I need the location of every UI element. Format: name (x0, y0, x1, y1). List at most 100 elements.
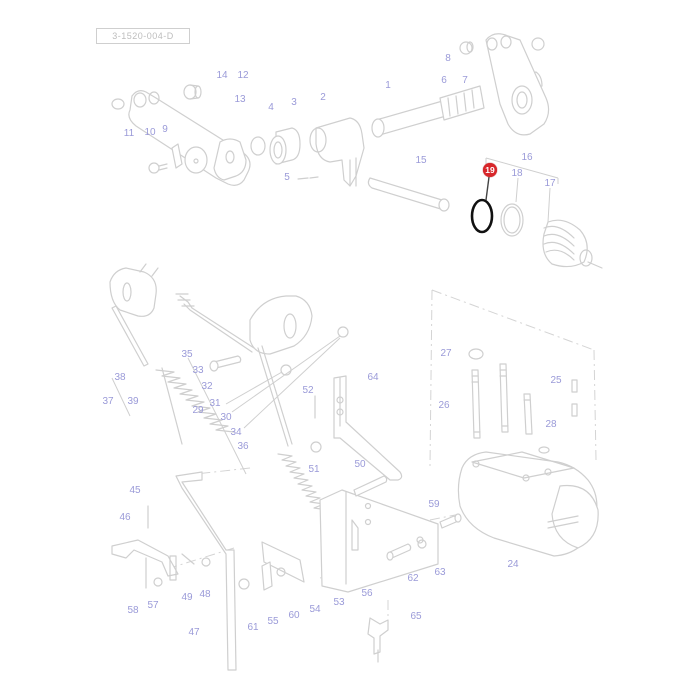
part-label-62[interactable]: 62 (407, 573, 419, 584)
pin-15 (367, 177, 450, 212)
part-label-29[interactable]: 29 (192, 405, 204, 416)
part-label-38[interactable]: 38 (114, 372, 126, 383)
pin-32 (209, 355, 242, 372)
pin-5 (297, 176, 319, 180)
washer-27 (468, 348, 484, 360)
washer-30 (337, 326, 349, 338)
part-label-16[interactable]: 16 (521, 152, 533, 163)
part-label-31[interactable]: 31 (209, 398, 221, 409)
part-label-49[interactable]: 49 (181, 592, 193, 603)
bracket-46 (111, 539, 179, 581)
part-label-32[interactable]: 32 (201, 381, 213, 392)
spring-39-line (161, 367, 183, 445)
stud-right (571, 379, 578, 417)
part-label-18[interactable]: 18 (511, 168, 523, 179)
part-label-12[interactable]: 12 (237, 70, 249, 81)
lever-arm-13 (128, 90, 251, 186)
part-label-50[interactable]: 50 (354, 459, 366, 470)
bushing-14 (183, 84, 202, 100)
part-label-4[interactable]: 4 (268, 102, 274, 113)
part-label-9[interactable]: 9 (162, 124, 168, 135)
pin-59 (439, 513, 462, 529)
snap-ring-18 (500, 203, 524, 237)
pin-end (111, 98, 125, 110)
stud-25 (523, 393, 533, 435)
part-label-61[interactable]: 61 (247, 622, 259, 633)
part-label-8[interactable]: 8 (445, 53, 451, 64)
pin-49 (181, 553, 195, 565)
part-label-59[interactable]: 59 (428, 499, 440, 510)
lift-arm-2 (309, 117, 365, 187)
part-label-47[interactable]: 47 (188, 627, 200, 638)
part-label-13[interactable]: 13 (234, 94, 246, 105)
axis-line (431, 289, 595, 351)
washer (531, 37, 545, 51)
part-label-3[interactable]: 3 (291, 97, 297, 108)
part-label-2[interactable]: 2 (320, 92, 326, 103)
bolt-50 (353, 475, 388, 497)
part-label-48[interactable]: 48 (199, 589, 211, 600)
seal-28 (538, 446, 550, 454)
part-label-54[interactable]: 54 (309, 604, 321, 615)
washer-60 (276, 567, 286, 577)
washer-61 (238, 578, 250, 590)
clip-65 (367, 617, 389, 663)
reference-code: 3-1520-004-D (96, 28, 190, 44)
part-label-53[interactable]: 53 (333, 597, 345, 608)
part-label-51[interactable]: 51 (308, 464, 320, 475)
stud-26 (471, 369, 481, 439)
part-label-63[interactable]: 63 (434, 567, 446, 578)
gear-plate-9 (184, 146, 208, 174)
part-label-57[interactable]: 57 (147, 600, 159, 611)
part-label-30[interactable]: 30 (220, 412, 232, 423)
hydraulic-housing-24 (457, 451, 599, 557)
part-label-64[interactable]: 64 (367, 372, 379, 383)
part-label-45[interactable]: 45 (129, 485, 141, 496)
part-label-6[interactable]: 6 (441, 75, 447, 86)
part-label-26[interactable]: 26 (438, 400, 450, 411)
control-arm-38 (109, 263, 159, 367)
part-label-60[interactable]: 60 (288, 610, 300, 621)
part-label-39[interactable]: 39 (127, 396, 139, 407)
part-label-55[interactable]: 55 (267, 616, 279, 627)
bracket-54 (261, 541, 305, 583)
part-label-11[interactable]: 11 (123, 128, 135, 139)
bushing-3 (269, 127, 301, 165)
o-ring-4 (250, 136, 266, 156)
part-label-7[interactable]: 7 (462, 75, 468, 86)
part-label-36[interactable]: 36 (237, 441, 249, 452)
stud-middle (499, 363, 509, 433)
part-label-58[interactable]: 58 (127, 605, 139, 616)
bracket-64 (333, 375, 403, 481)
bracket-55 (261, 561, 273, 591)
part-label-56[interactable]: 56 (361, 588, 373, 599)
part-label-35[interactable]: 35 (181, 349, 193, 360)
o-ring-19-highlighted[interactable] (470, 198, 494, 234)
washer-51 (310, 441, 322, 453)
lift-arm-7 (485, 33, 550, 136)
part-label-46[interactable]: 46 (119, 512, 131, 523)
part-label-27[interactable]: 27 (440, 348, 452, 359)
part-label-5[interactable]: 5 (284, 172, 290, 183)
part-label-65[interactable]: 65 (410, 611, 422, 622)
part-label-1[interactable]: 1 (385, 80, 391, 91)
part-label-33[interactable]: 33 (192, 365, 204, 376)
washer-63 (417, 539, 427, 549)
bushing-8 (459, 41, 474, 55)
part-label-14[interactable]: 14 (216, 70, 228, 81)
spring-39 (155, 369, 235, 433)
part-label-52[interactable]: 52 (302, 385, 314, 396)
part-label-24[interactable]: 24 (507, 559, 519, 570)
part-label-17[interactable]: 17 (544, 178, 556, 189)
highlighted-part-callout[interactable]: 19 (483, 163, 497, 177)
part-label-28[interactable]: 28 (545, 419, 557, 430)
bolt-11 (148, 162, 168, 174)
part-label-25[interactable]: 25 (550, 375, 562, 386)
washer-57 (153, 577, 163, 587)
pin-62 (386, 543, 412, 561)
part-label-37[interactable]: 37 (102, 396, 114, 407)
part-label-10[interactable]: 10 (144, 127, 156, 138)
part-label-15[interactable]: 15 (415, 155, 427, 166)
part-label-34[interactable]: 34 (230, 427, 242, 438)
